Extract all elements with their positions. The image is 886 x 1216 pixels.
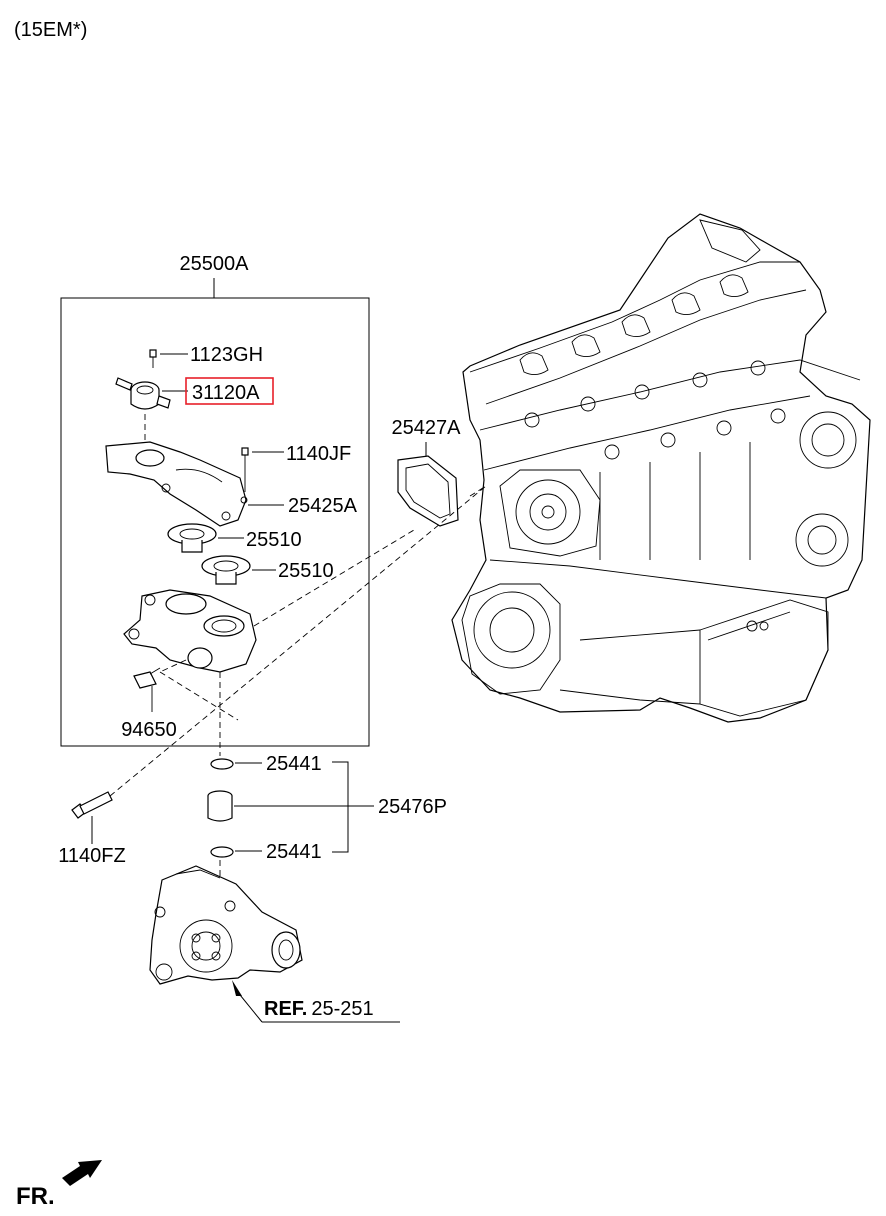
label-25427A: 25427A [392,417,462,439]
guide-housing-gasket [253,529,415,627]
engine-block-illustration [451,213,871,723]
thermostat-25510-lower [201,555,251,585]
label-25441-lower: 25441 [266,841,322,863]
reference-arrow [232,980,263,1023]
reference-prefix: REF. [264,998,307,1020]
thermostat-25510-upper [167,523,217,553]
temp-sensor-94650 [133,667,161,712]
label-25510-upper: 25510 [246,529,302,551]
label-25500A: 25500A [180,253,250,275]
group-bracket [332,761,349,853]
label-25425A: 25425A [288,495,358,517]
bolt-1140JF [241,447,249,492]
diagram-code: (15EM*) [14,19,87,41]
reference-label: REF.25-251 [264,998,374,1020]
label-25476P: 25476P [378,796,447,818]
label-1123GH: 1123GH [190,344,263,366]
label-25441-upper: 25441 [266,753,322,775]
highlight-box-31120A [185,377,274,405]
o-ring-25441-lower [210,846,234,858]
guide-sensor-94650-b [159,659,187,673]
label-31120A: 31120A [192,382,260,404]
front-direction-arrow-icon [62,1160,102,1186]
gasket-25427A [397,455,459,527]
pipe-25476P [207,790,233,822]
bolt-1140FZ [71,791,113,819]
label-25510-lower: 25510 [278,560,334,582]
front-orientation-label: FR. [16,1183,55,1210]
reference-value: 25-251 [311,998,373,1020]
guide-bolt-engine [109,485,487,797]
label-1140JF: 1140JF [286,443,351,465]
sensor-31120A [115,377,171,410]
water-pump-illustration [149,865,303,985]
assembly-box [60,297,370,747]
label-94650: 94650 [121,719,177,741]
housing-cover-25425A [105,441,248,527]
o-ring-25441-upper [210,758,234,770]
guide-sensor-94650 [159,671,239,721]
bolt-1123GH [149,349,157,368]
thermostat-housing [123,589,257,673]
label-1140FZ: 1140FZ [58,845,125,867]
